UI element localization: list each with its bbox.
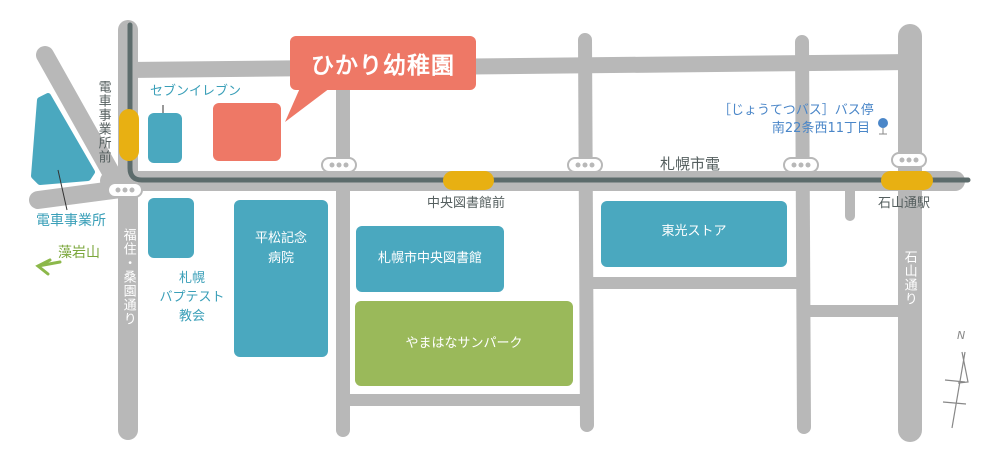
building-seven-eleven xyxy=(148,113,182,163)
church-label-3: 教会 xyxy=(178,308,205,324)
bus-stop-label-2: 南22条西11丁目 xyxy=(771,121,870,137)
moiwayama-label: 藻岩山 xyxy=(58,245,100,261)
crosswalk-dots xyxy=(115,157,919,193)
tram-line-label: 札幌市電 xyxy=(660,155,721,173)
kindergarten-callout: ひかり幼稚園 xyxy=(290,36,476,90)
building-library: 札幌市中央図書館 xyxy=(356,226,504,292)
library-label: 札幌市中央図書館 xyxy=(377,251,482,267)
station-label-ishiyamadori: 石山通駅 xyxy=(878,196,931,211)
road-diagonal xyxy=(36,46,127,194)
compass-label: N xyxy=(957,329,966,342)
street-label-ishiyama: 石山通り xyxy=(901,250,917,306)
compass-icon xyxy=(942,351,969,429)
building-church xyxy=(148,198,194,258)
church-label-1: 札幌 xyxy=(178,271,205,286)
building-store: 東光ストア xyxy=(601,201,787,267)
building-densha-jigyosho xyxy=(31,93,95,185)
park: やまはなサンパーク xyxy=(355,301,573,386)
store-label: 東光ストア xyxy=(661,224,727,240)
bus-stop-label: ［じょうてつバス］バス停南22条西11丁目 xyxy=(718,102,874,138)
bus-stop-label-1: ［じょうてつバス］バス停 xyxy=(718,103,874,118)
densha-jigyosho-label: 電車事業所 xyxy=(36,213,106,229)
tram-line xyxy=(127,22,971,183)
station-marker-densha xyxy=(119,109,139,161)
seven-eleven-label: セブンイレブン xyxy=(150,84,242,99)
bubble-tail xyxy=(285,88,330,122)
street-label-fukuzumi: 福住・桑園通り xyxy=(120,228,136,326)
station-markers xyxy=(119,109,933,190)
building-hospital: 平松記念病院 xyxy=(234,200,328,357)
church-label-2: バプテスト xyxy=(159,289,225,305)
road-v2 xyxy=(578,33,594,432)
hospital-label-1: 平松記念 xyxy=(254,231,307,246)
moiwayama-arrow-icon xyxy=(35,258,62,276)
church-label: 札幌バプテスト教会 xyxy=(152,270,232,327)
building-kindergarten xyxy=(213,103,281,161)
station-marker-chuo xyxy=(443,171,494,190)
bus-stop-icon xyxy=(878,118,888,135)
station-marker-ishiyama xyxy=(881,171,933,190)
park-label: やまはなサンパーク xyxy=(405,335,523,351)
road-v3 xyxy=(795,35,811,434)
station-label-densha-jigyosho-mae: 電車事業所前 xyxy=(95,80,111,164)
road-top xyxy=(120,54,918,78)
station-label-chuo-toshokan-mae: 中央図書館前 xyxy=(427,196,506,211)
hospital-label-2: 病院 xyxy=(267,250,294,266)
